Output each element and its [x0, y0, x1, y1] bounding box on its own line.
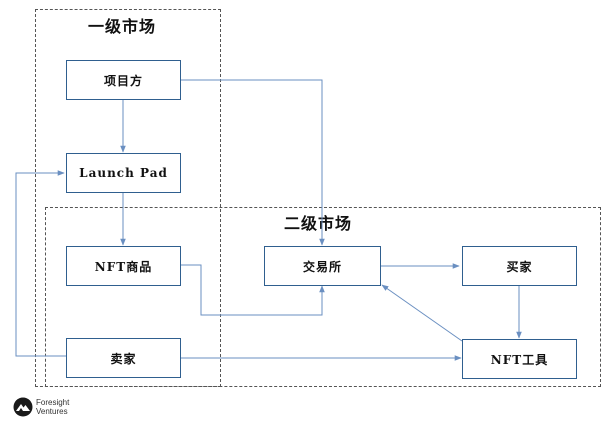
secondary-market-label: 二级市场	[284, 214, 353, 233]
secondary-market-region	[45, 207, 601, 387]
logo-text-line1: Foresight	[36, 398, 70, 407]
node-nft-goods: NFT商品	[66, 246, 181, 286]
logo-text-line2: Ventures	[36, 407, 68, 416]
node-seller-label: 卖家	[110, 351, 137, 366]
node-nft-goods-label: NFT商品	[94, 259, 153, 274]
node-project-label: 项目方	[103, 73, 143, 88]
edge-nft-tools-to-exchange	[381, 284, 463, 342]
node-exchange: 交易所	[264, 246, 381, 286]
node-exchange-label: 交易所	[302, 259, 342, 274]
foresight-ventures-logo: Foresight Ventures	[13, 397, 81, 419]
edge-project-to-exchange	[181, 79, 325, 246]
node-project: 项目方	[66, 60, 181, 100]
node-launchpad: Launch Pad	[66, 153, 181, 193]
node-buyer: 买家	[462, 246, 577, 286]
node-launchpad-label: Launch Pad	[79, 166, 168, 180]
node-seller: 卖家	[66, 338, 181, 378]
primary-market-label: 一级市场	[88, 17, 157, 36]
node-buyer-label: 买家	[506, 259, 533, 274]
node-nft-tools: NFT工具	[462, 339, 577, 379]
node-nft-tools-label: NFT工具	[490, 352, 549, 367]
edge-seller-to-launchpad	[15, 170, 66, 357]
mountain-logo-icon	[13, 397, 33, 417]
edge-nft-goods-to-exchange	[181, 264, 325, 316]
